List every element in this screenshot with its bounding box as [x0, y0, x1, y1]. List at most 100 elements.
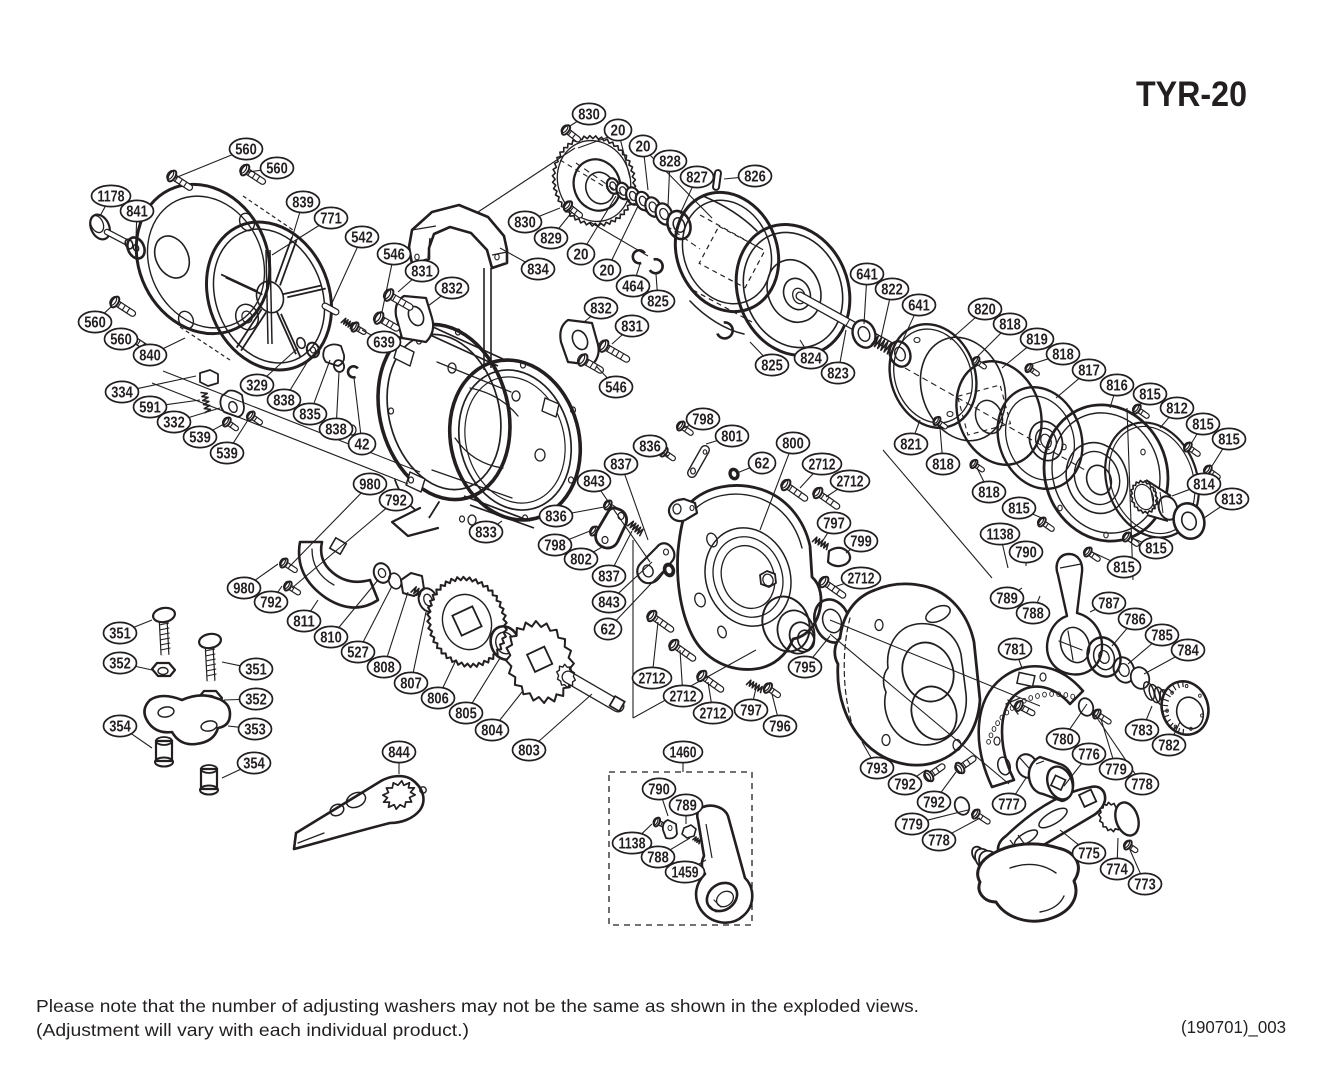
svg-text:641: 641 [908, 298, 930, 315]
svg-text:789: 789 [996, 591, 1018, 608]
svg-text:795: 795 [794, 660, 816, 677]
svg-text:TYR-20: TYR-20 [1136, 75, 1247, 114]
svg-text:334: 334 [111, 385, 133, 402]
svg-text:804: 804 [481, 723, 503, 740]
svg-text:20: 20 [574, 247, 589, 264]
svg-text:810: 810 [320, 630, 342, 647]
svg-text:1178: 1178 [98, 189, 125, 206]
svg-text:539: 539 [189, 430, 211, 447]
svg-text:838: 838 [273, 393, 295, 410]
svg-text:42: 42 [355, 437, 370, 454]
svg-text:771: 771 [320, 211, 342, 228]
svg-text:354: 354 [243, 756, 265, 773]
svg-text:1460: 1460 [670, 745, 697, 762]
svg-text:560: 560 [110, 332, 132, 349]
svg-text:843: 843 [583, 474, 605, 491]
svg-text:780: 780 [1052, 732, 1074, 749]
svg-text:815: 815 [1139, 387, 1161, 404]
svg-text:527: 527 [347, 645, 369, 662]
svg-text:796: 796 [769, 719, 791, 736]
svg-text:351: 351 [109, 626, 131, 643]
svg-text:797: 797 [823, 516, 845, 533]
svg-text:818: 818 [932, 457, 954, 474]
svg-text:2712: 2712 [670, 689, 697, 706]
svg-text:820: 820 [974, 302, 996, 319]
svg-text:825: 825 [761, 358, 783, 375]
svg-text:838: 838 [325, 422, 347, 439]
svg-text:806: 806 [427, 691, 449, 708]
svg-text:836: 836 [639, 439, 661, 456]
svg-text:560: 560 [84, 315, 106, 332]
svg-text:Please note that the number of: Please note that the number of adjusting… [36, 996, 919, 1016]
svg-text:591: 591 [139, 400, 161, 417]
svg-text:836: 836 [545, 509, 567, 526]
svg-text:777: 777 [998, 797, 1020, 814]
svg-text:786: 786 [1124, 612, 1146, 629]
svg-text:781: 781 [1004, 642, 1026, 659]
svg-text:843: 843 [598, 595, 620, 612]
svg-text:773: 773 [1134, 877, 1156, 894]
svg-text:831: 831 [411, 264, 433, 281]
svg-text:815: 815 [1113, 560, 1135, 577]
svg-text:798: 798 [544, 538, 566, 555]
svg-text:641: 641 [856, 267, 878, 284]
svg-text:832: 832 [590, 301, 612, 318]
svg-text:980: 980 [359, 477, 381, 494]
svg-text:2712: 2712 [848, 571, 875, 588]
svg-text:818: 818 [978, 485, 1000, 502]
svg-text:825: 825 [647, 294, 669, 311]
svg-text:352: 352 [109, 656, 131, 673]
svg-text:813: 813 [1221, 492, 1243, 509]
svg-text:329: 329 [246, 378, 268, 395]
svg-text:1138: 1138 [987, 527, 1014, 544]
svg-text:353: 353 [244, 722, 266, 739]
svg-text:803: 803 [518, 743, 540, 760]
svg-text:2712: 2712 [639, 671, 666, 688]
svg-text:807: 807 [400, 676, 422, 693]
svg-text:783: 783 [1131, 723, 1153, 740]
svg-text:808: 808 [373, 660, 395, 677]
svg-text:790: 790 [648, 782, 670, 799]
svg-text:797: 797 [740, 703, 762, 720]
svg-text:1459: 1459 [672, 865, 699, 882]
svg-text:778: 778 [928, 833, 950, 850]
svg-text:816: 816 [1106, 378, 1128, 395]
svg-text:20: 20 [600, 263, 615, 280]
svg-text:788: 788 [647, 850, 669, 867]
svg-text:822: 822 [881, 282, 903, 299]
svg-text:834: 834 [527, 262, 549, 279]
svg-text:811: 811 [293, 614, 315, 631]
svg-text:560: 560 [235, 142, 257, 159]
svg-text:832: 832 [441, 281, 463, 298]
svg-text:560: 560 [266, 161, 288, 178]
svg-text:790: 790 [1015, 545, 1037, 562]
svg-text:818: 818 [1052, 347, 1074, 364]
svg-text:841: 841 [126, 204, 148, 221]
svg-text:815: 815 [1218, 432, 1240, 449]
svg-text:815: 815 [1145, 541, 1167, 558]
svg-text:835: 835 [299, 407, 321, 424]
svg-text:778: 778 [1131, 777, 1153, 794]
svg-text:352: 352 [245, 692, 267, 709]
svg-text:332: 332 [163, 415, 185, 432]
svg-text:354: 354 [109, 719, 131, 736]
svg-text:792: 792 [923, 795, 945, 812]
svg-text:792: 792 [385, 493, 407, 510]
svg-text:805: 805 [455, 706, 477, 723]
svg-text:830: 830 [514, 215, 536, 232]
svg-text:800: 800 [782, 436, 804, 453]
svg-text:829: 829 [540, 231, 562, 248]
svg-text:789: 789 [675, 798, 697, 815]
svg-text:798: 798 [692, 412, 714, 429]
svg-text:831: 831 [621, 319, 643, 336]
svg-text:20: 20 [611, 123, 626, 140]
svg-text:779: 779 [901, 817, 923, 834]
svg-text:814: 814 [1193, 477, 1215, 494]
svg-text:824: 824 [800, 351, 822, 368]
svg-text:792: 792 [894, 777, 916, 794]
svg-text:20: 20 [636, 139, 651, 156]
svg-text:2712: 2712 [809, 457, 836, 474]
svg-text:812: 812 [1166, 401, 1188, 418]
svg-text:774: 774 [1106, 862, 1128, 879]
svg-text:542: 542 [351, 230, 373, 247]
